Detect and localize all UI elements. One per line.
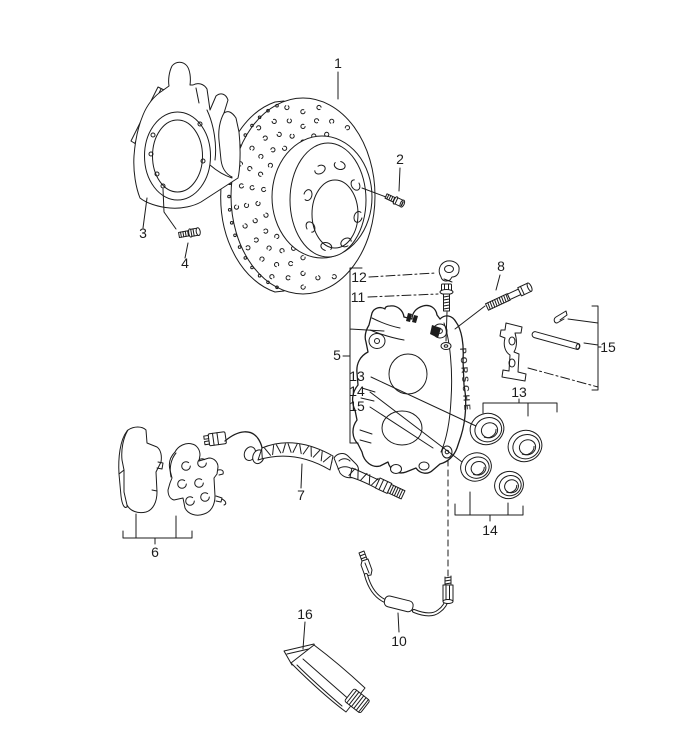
caliper-brand-text: PORSCHE (458, 347, 473, 413)
leader-lines (122, 71, 602, 545)
callout-8-label: 8 (497, 258, 505, 274)
callout-10-label: 10 (391, 633, 407, 649)
retainer-cotter-clip (553, 310, 568, 324)
pad-retainer-spring (499, 322, 527, 382)
bolt-install-line (454, 305, 486, 330)
retaining-clip (438, 260, 460, 283)
callout-16-leader (302, 621, 306, 650)
set-screw-pointer-line (361, 187, 387, 198)
hose-braid-texture (261, 443, 381, 486)
callout-7-label: 7 (297, 487, 305, 503)
splash-shield (130, 61, 241, 209)
brake-pad-inner (167, 443, 227, 516)
callout-3-label: 3 (139, 225, 147, 241)
screw-install-line (445, 311, 448, 342)
piston-seal-rings (460, 412, 543, 500)
caliper-screw (439, 283, 454, 312)
callout-1-label: 1 (334, 55, 342, 71)
shield-screw (178, 227, 201, 239)
callout-16-label: 16 (297, 606, 313, 622)
pad-backplate-holes (177, 458, 210, 506)
hub-bolt-holes (303, 160, 363, 252)
wear-sensor-plug (203, 431, 227, 447)
callout-13-seals-label: 13 (511, 384, 527, 400)
callout-10-leader (397, 612, 400, 633)
brake-pipe (358, 550, 454, 617)
disc-set-screw (384, 193, 406, 208)
callout-14-list-label: 14 (349, 383, 365, 399)
callout-7-leader (300, 463, 303, 489)
grease-tube (283, 643, 370, 714)
callout-15-list-label: 15 (349, 398, 365, 414)
callout-14-boots-label: 14 (482, 522, 498, 538)
brake-hose (243, 442, 406, 500)
callout-4-label: 4 (181, 255, 189, 271)
brake-caliper: PORSCHE (351, 304, 473, 474)
shield-screw-holes (148, 121, 206, 189)
brake-pad-outer (118, 426, 164, 514)
callout-6-label: 6 (151, 544, 159, 560)
callout-11-label: 11 (351, 289, 366, 305)
guide-bolt (485, 282, 533, 311)
retainer-pin (531, 331, 581, 351)
callout-5-label: 5 (333, 347, 341, 363)
callout-13-list-label: 13 (349, 368, 365, 384)
callout-15-set-label: 15 (600, 339, 616, 355)
callout-12-label: 12 (351, 269, 367, 285)
brake-disc (220, 97, 376, 295)
disc-vent-holes (227, 103, 279, 290)
callout-2-label: 2 (396, 151, 404, 167)
callout-labels: 1 2 3 4 5 6 7 8 10 11 12 13 14 15 13 14 … (139, 55, 616, 649)
